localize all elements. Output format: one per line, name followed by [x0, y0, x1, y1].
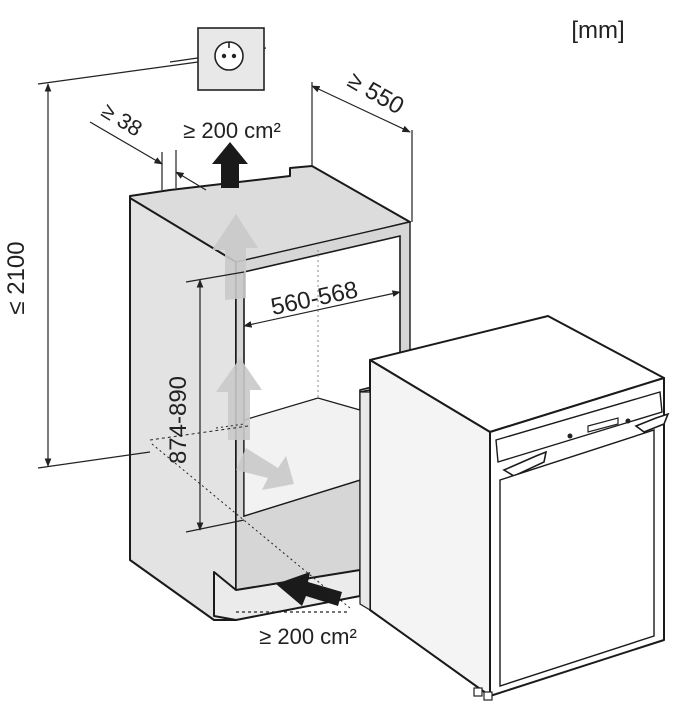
depth-dimension	[311, 82, 413, 222]
top-vent-arrow	[212, 142, 248, 188]
top-vent-label: ≥ 200 cm²	[183, 118, 281, 143]
gap-dimension	[89, 121, 207, 191]
niche-height-dimension	[185, 271, 245, 533]
unit-label: [mm]	[571, 17, 624, 44]
min-gap-label: ≥ 38	[97, 98, 146, 142]
bottom-vent-arrow	[236, 572, 350, 613]
min-depth-label: ≥ 550	[343, 67, 408, 120]
appliance	[359, 315, 670, 701]
airflow-arrows	[212, 214, 294, 490]
bottom-vent-label: ≥ 200 cm²	[259, 624, 357, 649]
width-dimension	[243, 290, 401, 328]
niche-height-label: 874-890	[165, 376, 192, 464]
max-height-label: ≤ 2100	[3, 241, 30, 314]
power-socket-icon	[169, 27, 267, 91]
